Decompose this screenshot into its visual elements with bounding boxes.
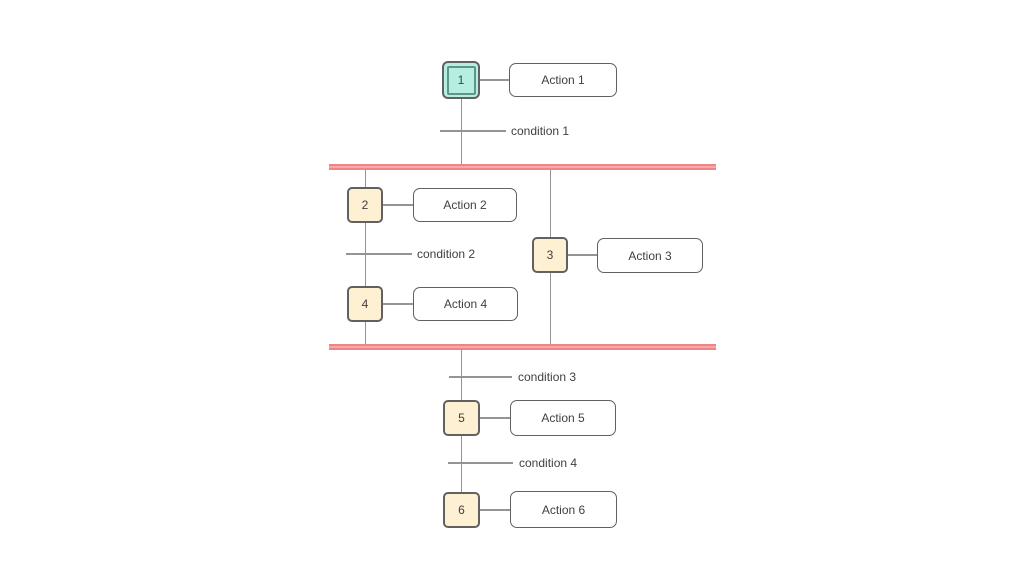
step-label-2: 2: [361, 198, 369, 212]
action-label-2: Action 2: [443, 198, 487, 212]
step-label-3: 3: [546, 248, 554, 262]
action-node-2[interactable]: Action 2: [413, 188, 517, 222]
parallel-sync-bar-top[interactable]: [329, 164, 716, 170]
action-node-4[interactable]: Action 4: [413, 287, 518, 321]
transition-tick-2: [346, 253, 412, 255]
condition-label-4[interactable]: condition 4: [519, 456, 578, 470]
step-label-5: 5: [458, 411, 465, 425]
action-label-4: Action 4: [443, 297, 488, 311]
action-label-3: Action 3: [628, 248, 672, 263]
condition-label-2[interactable]: condition 2: [417, 247, 476, 261]
step-node-5[interactable]: 5: [443, 400, 480, 436]
step-label-6: 6: [458, 503, 465, 517]
action-node-1[interactable]: Action 1: [509, 63, 617, 97]
transition-tick-3: [449, 376, 512, 378]
connector-bar1-to-step2: [364, 170, 366, 187]
connector-step1-to-bar1: [460, 99, 462, 164]
step-node-1-initial[interactable]: 1: [442, 61, 480, 99]
step-label-1: 1: [457, 73, 465, 87]
connector-bar1-to-step3: [549, 170, 551, 237]
transition-tick-1: [440, 130, 506, 132]
condition-label-1[interactable]: condition 1: [511, 124, 570, 138]
connector-step3-to-bar2: [549, 273, 551, 344]
connector-step3-to-action3: [568, 254, 597, 256]
step-node-1-inner-border: 1: [446, 65, 476, 95]
condition-label-3[interactable]: condition 3: [518, 370, 577, 384]
transition-tick-4: [448, 462, 513, 464]
step-node-6[interactable]: 6: [443, 492, 480, 528]
connector-bar2-to-step5: [460, 350, 462, 400]
action-node-3[interactable]: Action 3: [597, 238, 703, 273]
connector-step2-to-action2: [383, 204, 413, 206]
action-label-1: Action 1: [541, 73, 585, 87]
connector-step6-to-action6: [480, 509, 510, 511]
connector-step4-to-bar2: [364, 322, 366, 344]
step-node-4[interactable]: 4: [347, 286, 383, 322]
step-node-2[interactable]: 2: [347, 187, 383, 223]
action-node-5[interactable]: Action 5: [510, 400, 616, 436]
step-node-3[interactable]: 3: [532, 237, 568, 273]
connector-step1-to-action1: [480, 79, 509, 81]
action-label-6: Action 6: [541, 502, 586, 517]
connector-step5-to-step6: [460, 436, 462, 492]
connector-step5-to-action5: [480, 417, 510, 419]
action-label-5: Action 5: [541, 411, 585, 425]
action-node-6[interactable]: Action 6: [510, 491, 617, 528]
connector-step2-to-step4: [364, 223, 366, 286]
step-label-4: 4: [361, 297, 369, 311]
connector-step4-to-action4: [383, 303, 413, 305]
parallel-sync-bar-bottom[interactable]: [329, 344, 716, 350]
